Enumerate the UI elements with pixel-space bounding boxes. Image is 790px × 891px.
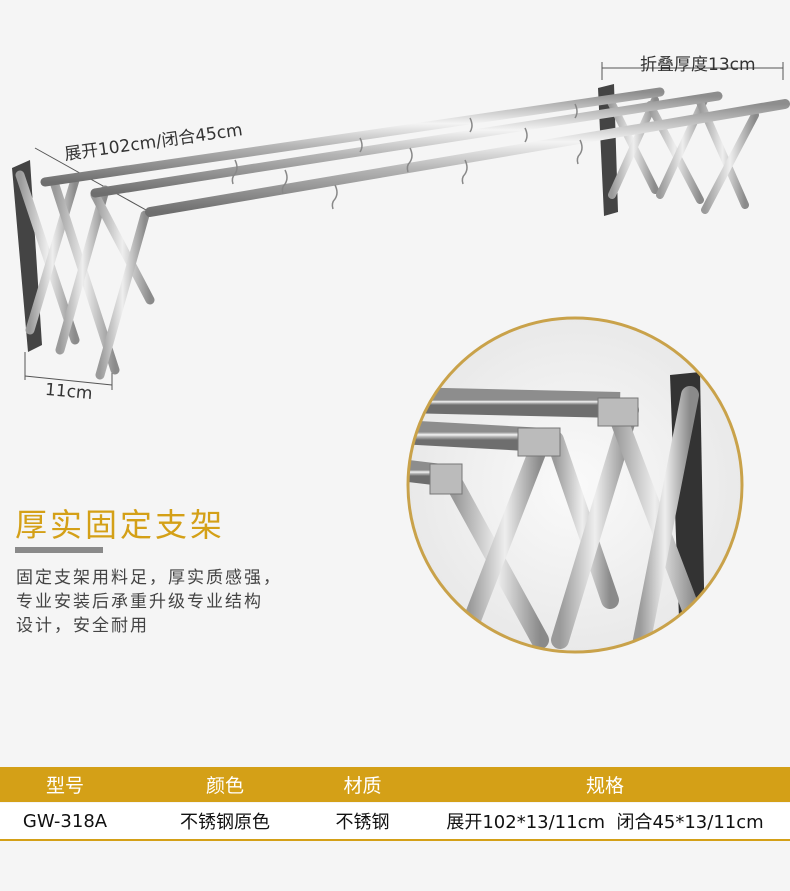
header-model: 型号 xyxy=(45,775,84,797)
drying-rack-illustration xyxy=(12,62,790,654)
zoom-detail-circle xyxy=(406,316,744,654)
description-line: 固定支架用料足，厚实质感强， xyxy=(16,568,282,588)
title-divider xyxy=(15,547,103,553)
cell-material: 不锈钢 xyxy=(335,812,390,833)
spec-table-header: 型号 颜色 材质 规格 xyxy=(0,767,790,802)
feature-title: 厚实固定支架 xyxy=(15,506,226,544)
width-dimension-label: 11cm xyxy=(44,379,94,405)
description-line: 设计，安全耐用 xyxy=(16,616,149,636)
cell-spec: 展开102*13/11cm 闭合45*13/11cm xyxy=(446,812,764,833)
spec-table-row: GW-318A 不锈钢原色 不锈钢 展开102*13/11cm 闭合45*13/… xyxy=(0,803,790,839)
header-color: 颜色 xyxy=(205,775,244,797)
description-line: 专业安装后承重升级专业结构 xyxy=(16,592,263,612)
header-spec: 规格 xyxy=(585,775,624,797)
cell-model: GW-318A xyxy=(22,810,108,832)
dimension-lines xyxy=(24,62,784,390)
product-image: 折叠厚度13cm 展开102cm/闭合45cm 11cm xyxy=(12,55,790,654)
cell-color: 不锈钢原色 xyxy=(180,812,270,833)
table-bottom-rule xyxy=(0,839,790,841)
right-scissor-bracket xyxy=(598,84,759,216)
left-scissor-bracket xyxy=(12,160,155,380)
depth-dimension-label: 折叠厚度13cm xyxy=(640,55,756,75)
feature-description: 固定支架用料足，厚实质感强， 专业安装后承重升级专业结构 设计，安全耐用 xyxy=(16,566,346,638)
header-material: 材质 xyxy=(343,775,382,797)
hanging-pipes xyxy=(40,87,790,217)
hanger-hooks xyxy=(231,103,583,210)
